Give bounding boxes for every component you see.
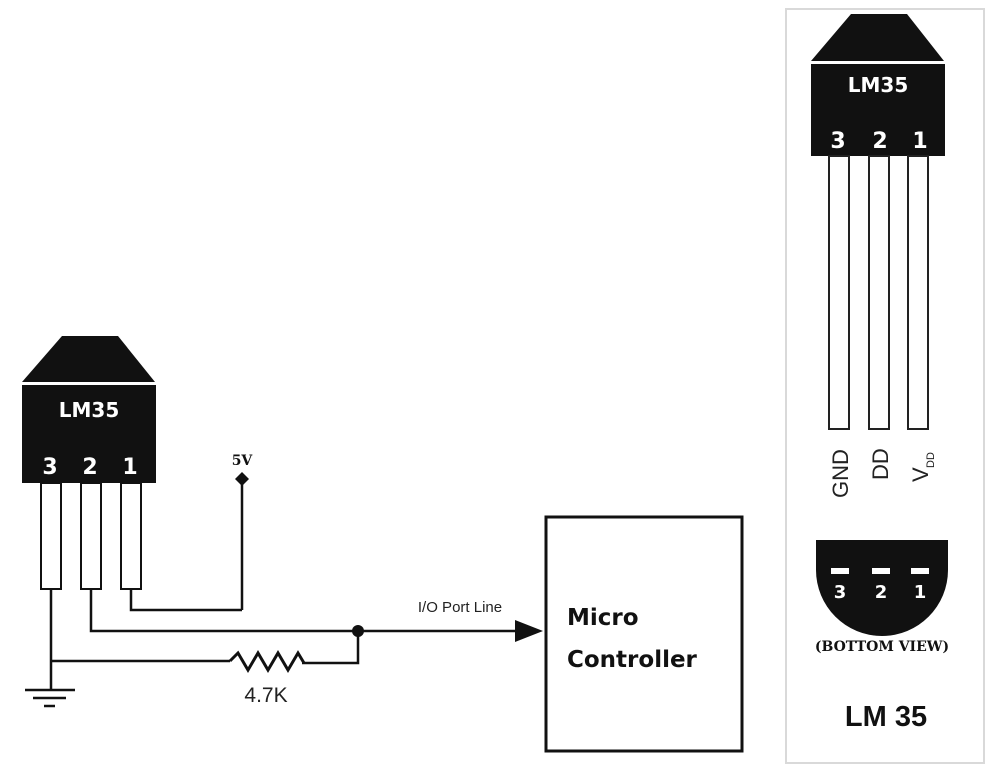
- sensor-pin-1-number: 1: [122, 455, 137, 480]
- sensor-pin-2-number: 2: [82, 455, 97, 480]
- bottom-view-pin-2-number: 2: [875, 582, 888, 603]
- junction-node-icon: [352, 625, 364, 637]
- resistor-icon: [228, 650, 306, 673]
- microcontroller-block: Micro Controller: [544, 515, 744, 753]
- pinout-lead-3: [828, 155, 850, 430]
- resistor-label: 4.7K: [244, 684, 287, 707]
- sensor-label: LM35: [59, 398, 119, 422]
- sensor-lead-1: [120, 482, 142, 590]
- bottom-view-package-icon: [816, 540, 948, 636]
- signal-arrow-icon: [515, 620, 543, 642]
- ground-icon: [25, 688, 75, 708]
- sensor-top-cap: [22, 336, 155, 382]
- bottom-view-pin-1-number: 1: [914, 582, 927, 603]
- pinout-pin-1-number: 1: [912, 129, 927, 154]
- sensor-pin-3-number: 3: [42, 455, 57, 480]
- pinout-lead-1: [907, 155, 929, 430]
- pinout-pin-3-number: 3: [830, 129, 845, 154]
- bottom-view-pin-3-number: 3: [834, 582, 847, 603]
- bottom-view-caption: (BOTTOM VIEW): [815, 639, 949, 655]
- bottom-view-pin-2-pad: [872, 568, 890, 574]
- pinout-title: LM 35: [845, 701, 927, 733]
- pinout-lead-2: [868, 155, 890, 430]
- pinout-chip-label: LM35: [848, 73, 908, 97]
- wires: [49, 589, 518, 690]
- sensor-body: [22, 385, 156, 483]
- microcontroller-label-line2: Controller: [567, 647, 698, 673]
- pin-name-vdd-main: V: [908, 467, 933, 482]
- sensor-lead-2: [80, 482, 102, 590]
- supply-5v: 5V: [232, 453, 254, 610]
- pinout-chip-top-cap: [811, 14, 944, 61]
- microcontroller-label-line1: Micro: [567, 605, 639, 631]
- pinout-panel: LM35 3 2 1 GND DD V DD 3 2 1 (BOTTOM VIE…: [785, 8, 985, 764]
- pin-name-vdd-subscript: DD: [925, 452, 937, 468]
- microcontroller-box: [544, 515, 744, 753]
- signal-label: I/O Port Line: [418, 599, 502, 616]
- wire-resistor-to-node: [302, 631, 360, 665]
- bottom-view-pin-3-pad: [831, 568, 849, 574]
- lm35-sensor-package: LM35 3 2 1: [22, 336, 156, 590]
- wire-pin2-to-output: [89, 589, 518, 633]
- supply-label: 5V: [232, 453, 254, 469]
- pinout-chip-body: [811, 64, 945, 156]
- pin-name-gnd: GND: [828, 449, 853, 498]
- bottom-view-pin-1-pad: [911, 568, 929, 574]
- pinout-pin-2-number: 2: [872, 129, 887, 154]
- wire-pin1-to-5v: [129, 589, 242, 612]
- pin-name-dd: DD: [868, 448, 893, 480]
- sensor-lead-3: [40, 482, 62, 590]
- pin-name-vdd: V DD: [908, 452, 937, 482]
